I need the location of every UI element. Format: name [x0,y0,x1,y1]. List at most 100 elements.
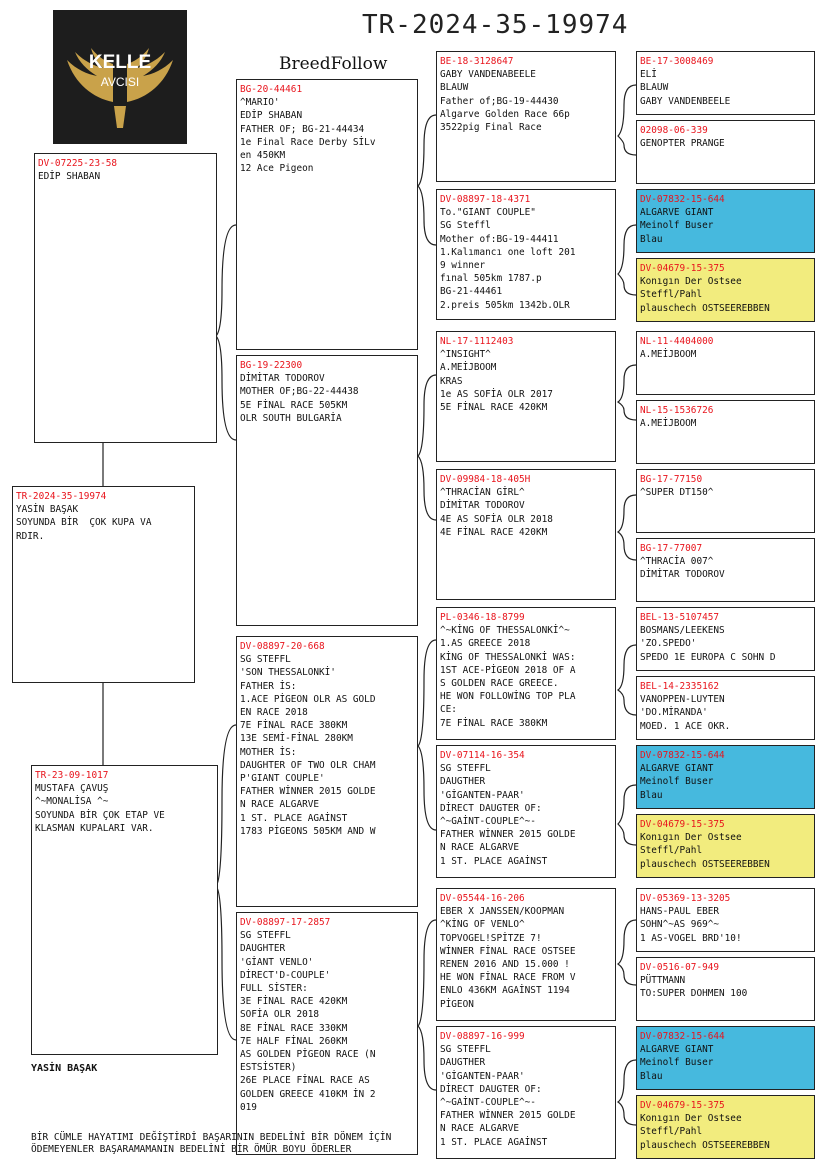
box-text: ALGARVE GIANT Meinolf Buser Blau [640,763,714,801]
pedigree-box-g13[interactable]: DV-05369-13-3205 HANS-PAUL EBER SOHN^~AS… [636,888,815,952]
ring-number: DV-08897-20-668 [240,641,325,652]
box-text: ALGARVE GIANT Meinolf Buser Blau [640,207,714,245]
page-title: TR-2024-35-19974 [362,10,629,40]
pedigree-box-dds[interactable]: DV-05544-16-206 EBER X JANSSEN/KOOPMAN ^… [436,888,616,1021]
footer-quote: BİR CÜMLE HAYATIMI DEĞİŞTİRDİ BAŞARININ … [31,1132,392,1155]
ring-number: BEL-13-5107457 [640,612,720,623]
ring-number: PL-0346-18-8799 [440,612,525,623]
box-text: ^MARIO' EDİP SHABAN FATHER OF; BG-21-444… [240,97,376,175]
wings-logo-icon: KELLE AVCISI [67,48,173,128]
pedigree-box-g5[interactable]: NL-11-4404000 A.MEİJBOOM [636,331,815,395]
ring-number: DV-04679-15-375 [640,819,725,830]
box-text: GABY VANDENABEELE BLAUW Father of;BG-19-… [440,69,570,134]
box-text: ^THRACİAN GİRL^ DİMİTAR TODOROV 4E AS SO… [440,487,553,538]
pedigree-box-g9[interactable]: BEL-13-5107457 BOSMANS/LEEKENS 'ZO.SPEDO… [636,607,815,671]
box-text: ^~KİNG OF THESSALONKİ^~ 1.AS GREECE 2018… [440,625,576,729]
logo-line1: KELLE [89,52,151,73]
ring-number: DV-08897-17-2857 [240,917,331,928]
pedigree-box-dam[interactable]: TR-23-09-1017 MUSTAFA ÇAVUŞ ^~MONALİSA ^… [31,765,218,1055]
ring-number: BEL-14-2335162 [640,681,720,692]
pedigree-box-subject[interactable]: TR-2024-35-19974 YASİN BAŞAK SOYUNDA BİR… [12,486,195,683]
pedigree-box-g2[interactable]: 02098-06-339 GENOPTER PRANGE [636,120,815,184]
box-text: A.MEİJBOOM [640,418,697,430]
pedigree-box-ds[interactable]: DV-08897-20-668 SG STEFFL 'SON THESSALON… [236,636,418,907]
ring-number: DV-08897-16-999 [440,1031,525,1042]
pedigree-box-sdd[interactable]: DV-09984-18-405H ^THRACİAN GİRL^ DİMİTAR… [436,469,616,600]
box-text: Konıgın Der Ostsee Steffl/Pahl plauschec… [640,1113,770,1151]
pedigree-box-g16[interactable]: DV-04679-15-375 Konıgın Der Ostsee Steff… [636,1095,815,1159]
ring-number: DV-0516-07-949 [640,962,720,973]
pedigree-box-g15[interactable]: DV-07832-15-644 ALGARVE GIANT Meinolf Bu… [636,1026,815,1090]
ring-number: DV-07225-23-58 [38,158,118,169]
ring-number: 02098-06-339 [640,125,708,136]
pedigree-box-g1[interactable]: BE-17-3008469 ELİ BLAUW GABY VANDENBEELE [636,51,815,115]
ring-number: DV-07114-16-354 [440,750,525,761]
box-text: To."GIANT COUPLE" SG Steffl Mother of:BG… [440,207,576,311]
box-text: Konıgın Der Ostsee Steffl/Pahl plauschec… [640,276,770,314]
box-text: BOSMANS/LEEKENS 'ZO.SPEDO' SPEDO 1E EURO… [640,625,776,663]
logo-line2: AVCISI [101,75,139,89]
ring-number: BG-17-77150 [640,474,703,485]
box-text: ^SUPER DT150^ [640,487,714,499]
ring-number: NL-15-1536726 [640,405,714,416]
pedigree-box-ssd[interactable]: DV-08897-18-4371 To."GIANT COUPLE" SG St… [436,189,616,320]
pedigree-box-sire[interactable]: DV-07225-23-58 EDİP SHABAN [34,153,217,443]
box-text: SG STEFFL DAUGHTER 'GİANT VENLO' DİRECT'… [240,930,376,1113]
ring-number: DV-09984-18-405H [440,474,531,485]
box-text: PÜTTMANN TO:SUPER DOHMEN 100 [640,975,748,1000]
brand-name: BreedFollow [279,54,388,74]
box-text: A.MEİJBOOM [640,349,697,361]
pedigree-box-g6[interactable]: NL-15-1536726 A.MEİJBOOM [636,400,815,464]
pedigree-box-dsd[interactable]: DV-07114-16-354 SG STEFFL DAUGTHER 'GİGA… [436,745,616,878]
ring-number: BG-20-44461 [240,84,303,95]
ring-number: BE-17-3008469 [640,56,714,67]
ring-number: BE-18-3128647 [440,56,514,67]
ring-number: BG-19-22300 [240,360,303,371]
pedigree-box-ss[interactable]: BG-20-44461 ^MARIO' EDİP SHABAN FATHER O… [236,79,418,350]
pedigree-box-g14[interactable]: DV-0516-07-949 PÜTTMANN TO:SUPER DOHMEN … [636,957,815,1021]
ring-number: DV-07832-15-644 [640,1031,725,1042]
box-text: VANOPPEN-LUYTEN 'DO.MİRANDA' MOED. 1 ACE… [640,694,731,732]
pedigree-box-g10[interactable]: BEL-14-2335162 VANOPPEN-LUYTEN 'DO.MİRAN… [636,676,815,740]
ring-number: DV-07832-15-644 [640,750,725,761]
pedigree-box-dss[interactable]: PL-0346-18-8799 ^~KİNG OF THESSALONKİ^~ … [436,607,616,740]
ring-number: TR-23-09-1017 [35,770,109,781]
box-text: EDİP SHABAN [38,171,101,183]
ring-number: DV-04679-15-375 [640,263,725,274]
box-text: EBER X JANSSEN/KOOPMAN ^KİNG OF VENLO^ T… [440,906,576,1010]
box-text: SG STEFFL 'SON THESSALONKİ' FATHER İS: 1… [240,654,376,837]
kelle-avcisi-logo: KELLE AVCISI [53,10,187,144]
ring-number: DV-08897-18-4371 [440,194,531,205]
pedigree-box-sd[interactable]: BG-19-22300 DİMİTAR TODOROV MOTHER OF;BG… [236,355,418,626]
box-text: SG STEFFL DAUGTHER 'GİGANTEN-PAAR' DİREC… [440,763,576,867]
pedigree-box-g12[interactable]: DV-04679-15-375 Konıgın Der Ostsee Steff… [636,814,815,878]
ring-number: DV-05544-16-206 [440,893,525,904]
pedigree-box-g11[interactable]: DV-07832-15-644 ALGARVE GIANT Meinolf Bu… [636,745,815,809]
box-text: DİMİTAR TODOROV MOTHER OF;BG-22-44438 5E… [240,373,359,424]
pedigree-box-g4[interactable]: DV-04679-15-375 Konıgın Der Ostsee Steff… [636,258,815,322]
ring-number: DV-07832-15-644 [640,194,725,205]
box-text: ^INSIGHT^ A.MEİJBOOM KRAS 1e AS SOFİA OL… [440,349,553,414]
box-text: GENOPTER PRANGE [640,138,725,150]
owner-name: YASİN BAŞAK [31,1063,98,1074]
ring-number: TR-2024-35-19974 [16,491,107,502]
pedigree-box-sds[interactable]: NL-17-1112403 ^INSIGHT^ A.MEİJBOOM KRAS … [436,331,616,462]
pedigree-box-g7[interactable]: BG-17-77150 ^SUPER DT150^ [636,469,815,533]
box-text: MUSTAFA ÇAVUŞ ^~MONALİSA ^~ SOYUNDA BİR … [35,783,165,834]
box-text: ALGARVE GIANT Meinolf Buser Blau [640,1044,714,1082]
pedigree-box-g3[interactable]: DV-07832-15-644 ALGARVE GIANT Meinolf Bu… [636,189,815,253]
box-text: HANS-PAUL EBER SOHN^~AS 969^~ 1 AS-VOGEL… [640,906,742,944]
pedigree-box-ddd[interactable]: DV-08897-16-999 SG STEFFL DAUGTHER 'GİGA… [436,1026,616,1159]
ring-number: DV-04679-15-375 [640,1100,725,1111]
box-text: Konıgın Der Ostsee Steffl/Pahl plauschec… [640,832,770,870]
box-text: YASİN BAŞAK SOYUNDA BİR ÇOK KUPA VA RDIR… [16,504,152,542]
pedigree-box-sss[interactable]: BE-18-3128647 GABY VANDENABEELE BLAUW Fa… [436,51,616,182]
box-text: SG STEFFL DAUGTHER 'GİGANTEN-PAAR' DİREC… [440,1044,576,1148]
box-text: ^THRACİA 007^ DİMİTAR TODOROV [640,556,725,581]
box-text: ELİ BLAUW GABY VANDENBEELE [640,69,731,107]
ring-number: BG-17-77007 [640,543,703,554]
pedigree-box-dd[interactable]: DV-08897-17-2857 SG STEFFL DAUGHTER 'GİA… [236,912,418,1155]
ring-number: NL-17-1112403 [440,336,514,347]
pedigree-box-g8[interactable]: BG-17-77007 ^THRACİA 007^ DİMİTAR TODORO… [636,538,815,602]
